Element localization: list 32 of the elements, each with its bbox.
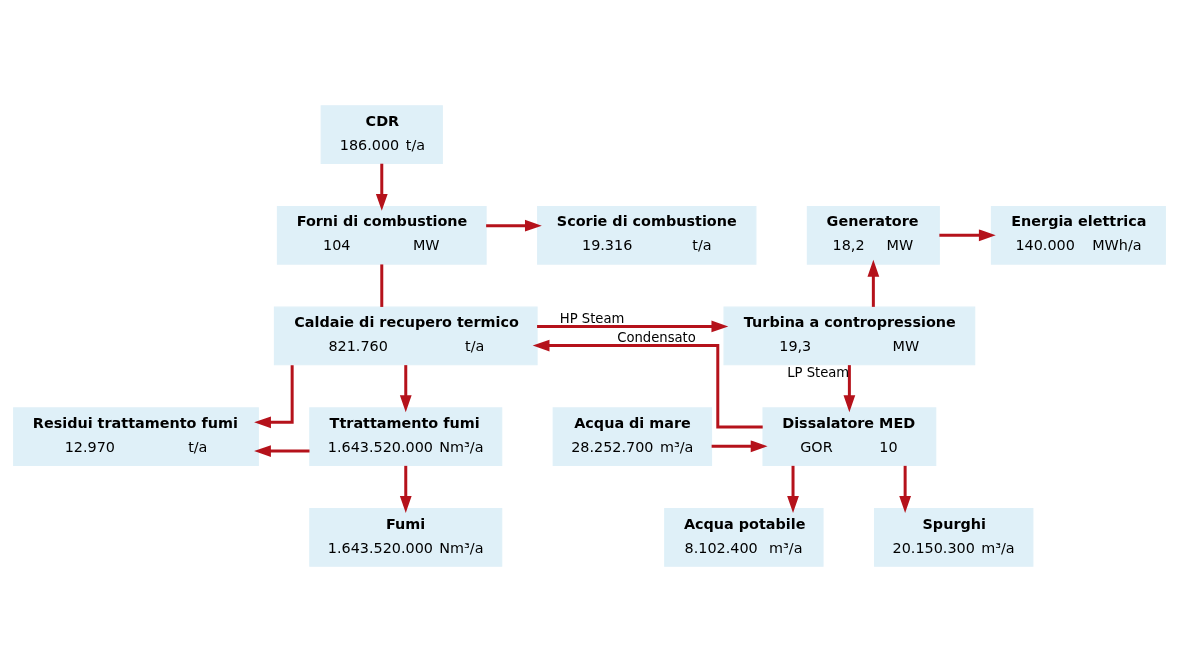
- arrow: [399, 364, 412, 412]
- connector: [380, 263, 384, 307]
- node-box: Scorie di combustione 19.316 t/a: [537, 205, 757, 265]
- node-box: Fumi 1.643.520.000 Nm³/a: [309, 507, 503, 567]
- node-box: Ttrattamento fumi 1.643.520.000 Nm³/a: [309, 406, 503, 466]
- arrow: [254, 444, 310, 457]
- arrow: [939, 228, 996, 241]
- arrow: [787, 465, 799, 513]
- edge-label: Condensato: [617, 329, 696, 345]
- arrow: [375, 163, 388, 211]
- arrow: [711, 439, 768, 452]
- edge-label: LP Steam: [787, 364, 850, 380]
- arrow: [843, 364, 856, 412]
- node-box: Forni di combustione 104 MW: [276, 205, 487, 265]
- node-box: Acqua potabile 8.102.400 m³/a: [664, 507, 824, 567]
- arrow: [867, 259, 880, 307]
- node-box: Turbina a contropressione 19,3 MW: [723, 306, 976, 365]
- arrow: [486, 219, 542, 232]
- node-box: Residui trattamento fumi 12.970 t/a: [13, 406, 259, 466]
- arrow: [899, 465, 912, 513]
- edge-label: HP Steam: [559, 310, 625, 326]
- node-box: Spurghi 20.150.300 m³/a: [873, 507, 1034, 567]
- arrow: [532, 339, 763, 429]
- node-box: Generatore 18,2 MW: [806, 205, 940, 265]
- node-box: CDR 186.000 t/a: [320, 104, 443, 164]
- node-box: Acqua di mare 28.252.700 m³/a: [552, 406, 713, 466]
- arrow: [254, 364, 294, 428]
- node-box: Caldaie di recupero termico 821.760 t/a: [273, 306, 538, 365]
- node-box: Dissalatore MED GOR 10: [762, 406, 937, 466]
- arrow: [537, 320, 729, 332]
- arrow: [399, 465, 412, 513]
- node-box: Energia elettrica 140.000 MWh/a: [990, 205, 1166, 265]
